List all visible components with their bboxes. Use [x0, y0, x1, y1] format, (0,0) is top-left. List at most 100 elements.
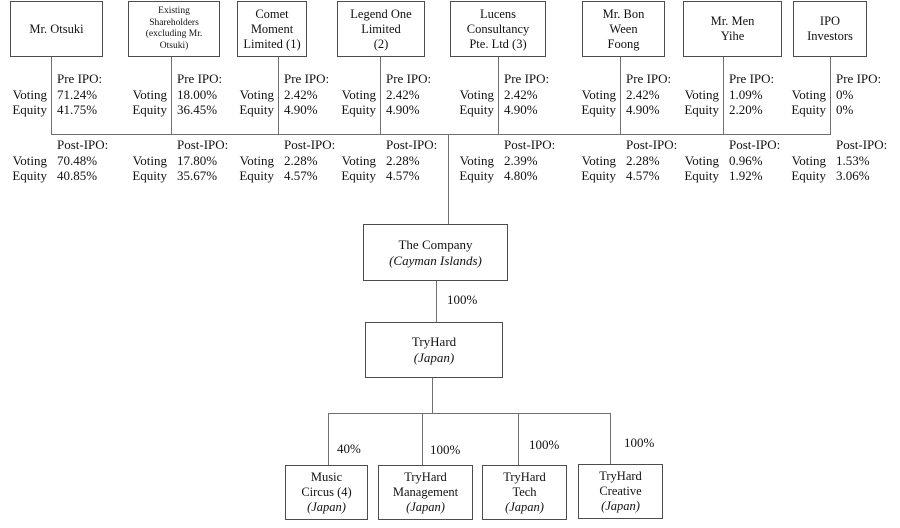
voting-label: Voting: [12, 152, 47, 168]
voting-label: Voting: [684, 152, 719, 168]
subsidiary-box-music-circus: Music Circus (4) (Japan): [285, 465, 368, 520]
post-ipo-heading: Post-IPO:: [504, 137, 556, 152]
voting-label: Voting: [132, 152, 167, 168]
shareholder-box-legend-one: Legend One Limited (2): [337, 1, 425, 57]
post-equity-value: 1.92%: [729, 168, 763, 183]
connector-tryhard-creative: [610, 413, 611, 464]
pre-equity-value: 0%: [836, 102, 854, 117]
connector-music-circus: [328, 413, 329, 465]
subsidiary-box-tryhard-tech: TryHard Tech (Japan): [482, 465, 567, 520]
equity-label: Equity: [132, 168, 167, 183]
pre-ipo-heading: Pre IPO:: [729, 71, 775, 86]
equity-label: Equity: [239, 102, 274, 117]
subsidiary-name: Music Circus (4): [301, 470, 352, 499]
shareholder-box-ipo-investors: IPO Investors: [793, 1, 867, 57]
connector-tryhard-to-bus: [432, 378, 433, 413]
voting-label: Voting: [459, 86, 494, 102]
post-voting-value: 2.28%: [284, 152, 318, 168]
connector-company-to-tryhard: [436, 281, 437, 322]
connector-tryhard-management: [422, 413, 423, 465]
voting-label: Voting: [581, 86, 616, 102]
post-equity-value: 4.80%: [504, 168, 538, 183]
subsidiary-box-tryhard-creative: TryHard Creative (Japan): [578, 464, 663, 519]
pre-voting-value: 2.42%: [284, 86, 318, 102]
voting-label: Voting: [132, 86, 167, 102]
voting-label: Voting: [239, 86, 274, 102]
ownership-label-tryhard-tech: 100%: [529, 437, 560, 452]
post-ipo-heading: Post-IPO:: [57, 137, 109, 152]
post-voting-value: 70.48%: [57, 152, 98, 168]
connector-mr-men-yihe: [723, 57, 724, 134]
subsidiary-jurisdiction: (Japan): [505, 500, 544, 514]
post-equity-value: 4.57%: [386, 168, 420, 183]
subsidiary-name: TryHard Tech: [503, 470, 546, 499]
subsidiary-name: TryHard Management: [392, 470, 459, 499]
pre-voting-value: 18.00%: [177, 86, 218, 102]
connector-comet-moment: [278, 57, 279, 134]
post-equity-value: 4.57%: [284, 168, 318, 183]
equity-label: Equity: [581, 102, 616, 117]
pre-ipo-heading: Pre IPO:: [284, 71, 330, 86]
shareholder-box-mr-otsuki: Mr. Otsuki: [10, 1, 103, 57]
tryhard-name: TryHard: [411, 334, 457, 349]
voting-label: Voting: [581, 152, 616, 168]
voting-label: Voting: [341, 86, 376, 102]
connector-lucens-consultancy: [498, 57, 499, 134]
post-voting-value: 1.53%: [836, 152, 870, 168]
company-name: The Company: [398, 236, 473, 252]
voting-label: Voting: [12, 86, 47, 102]
shareholder-box-mr-men-yihe: Mr. Men Yihe: [683, 1, 782, 57]
voting-label: Voting: [459, 152, 494, 168]
equity-label: Equity: [341, 102, 376, 117]
voting-label: Voting: [791, 152, 826, 168]
post-voting-value: 0.96%: [729, 152, 763, 168]
equity-label: Equity: [459, 102, 494, 117]
post-ipo-heading: Post-IPO:: [386, 137, 438, 152]
connector-tryhard-tech: [518, 413, 519, 465]
shareholder-box-existing-shareholders: Existing Shareholders (excluding Mr. Ots…: [128, 1, 220, 57]
subsidiary-jurisdiction: (Japan): [601, 499, 640, 513]
pre-equity-value: 36.45%: [177, 102, 218, 117]
post-ipo-heading: Post-IPO:: [284, 137, 336, 152]
equity-label: Equity: [684, 168, 719, 183]
tryhard-box: TryHard (Japan): [365, 322, 503, 378]
ownership-label-tryhard: 100%: [447, 292, 478, 307]
post-ipo-heading: Post-IPO:: [729, 137, 781, 152]
pre-equity-value: 2.20%: [729, 102, 763, 117]
pre-voting-value: 2.42%: [626, 86, 660, 102]
ownership-label-tryhard-management: 100%: [430, 442, 461, 457]
pre-ipo-heading: Pre IPO:: [836, 71, 882, 86]
equity-label: Equity: [12, 168, 47, 183]
company-box: The Company (Cayman Islands): [363, 224, 508, 281]
post-voting-value: 17.80%: [177, 152, 218, 168]
voting-label: Voting: [791, 86, 826, 102]
connector-legend-one: [380, 57, 381, 134]
post-ipo-heading: Post-IPO:: [626, 137, 678, 152]
pre-voting-value: 1.09%: [729, 86, 763, 102]
subsidiary-box-tryhard-management: TryHard Management (Japan): [378, 465, 473, 520]
pre-equity-value: 4.90%: [626, 102, 660, 117]
ownership-label-music-circus: 40%: [337, 441, 361, 456]
connector-mr-bon-ween-foong: [620, 57, 621, 134]
top-connector-bus: [51, 134, 831, 135]
ownership-label-tryhard-creative: 100%: [624, 435, 655, 450]
subsidiary-name: TryHard Creative: [599, 469, 642, 498]
shareholder-box-lucens-consultancy: Lucens Consultancy Pte. Ltd (3): [450, 1, 546, 57]
pre-equity-value: 4.90%: [386, 102, 420, 117]
subsidiary-jurisdiction: (Japan): [406, 500, 445, 514]
connector-mr-otsuki: [51, 57, 52, 134]
shareholder-box-mr-bon-ween-foong: Mr. Bon Ween Foong: [582, 1, 665, 57]
company-jurisdiction: (Cayman Islands): [389, 252, 482, 268]
